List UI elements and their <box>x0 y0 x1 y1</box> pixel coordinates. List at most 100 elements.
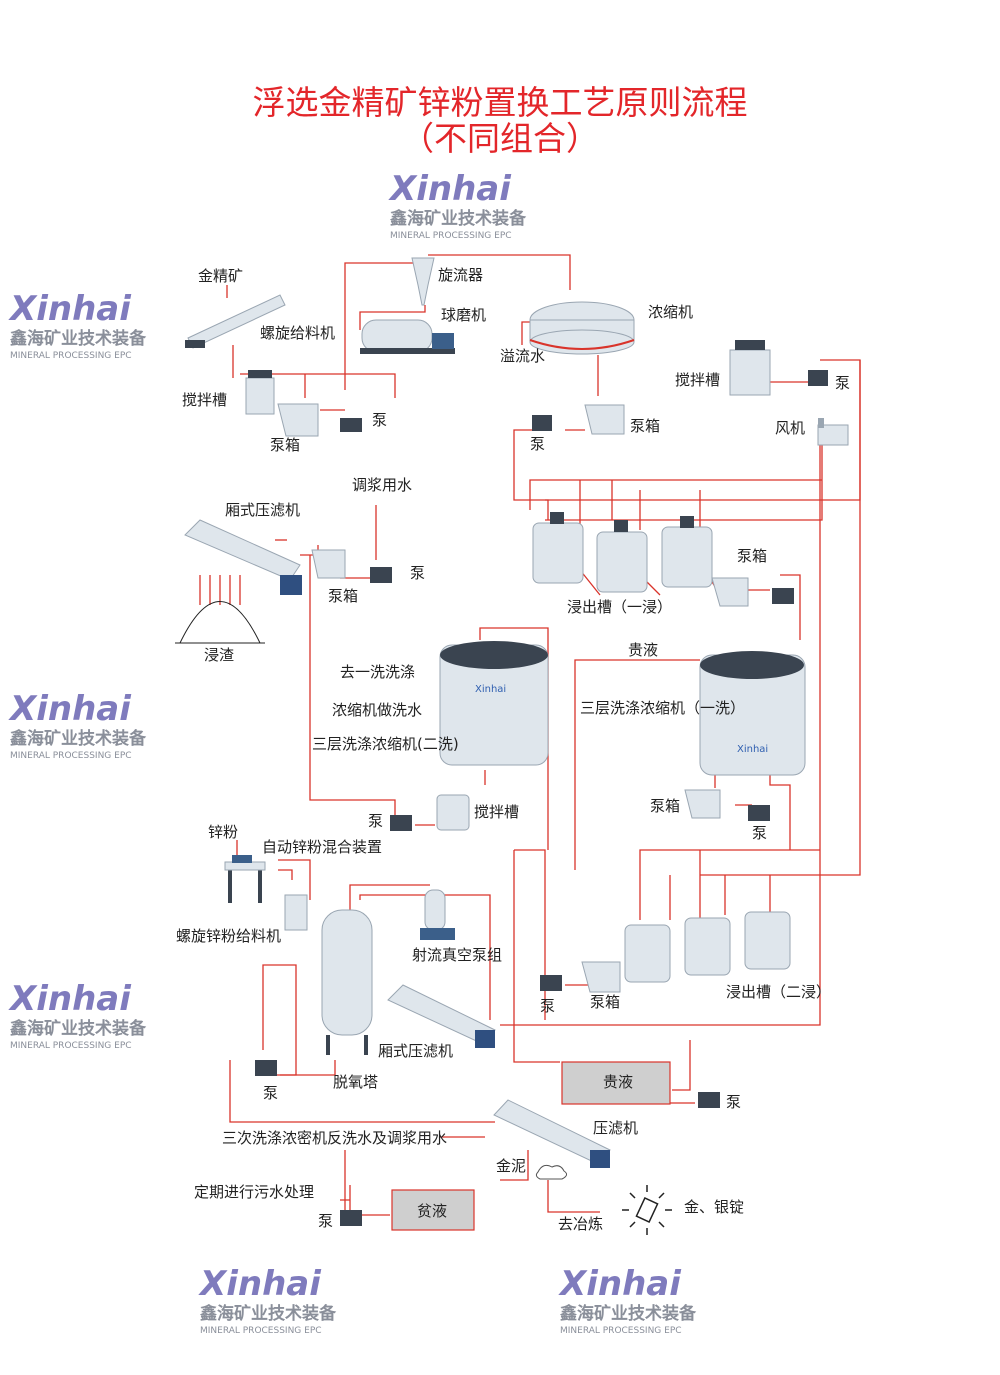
label-agitator-1: 搅拌槽 <box>182 391 227 409</box>
zinc-feeder <box>284 894 308 931</box>
label-deaeration-tower: 脱氧塔 <box>333 1073 378 1091</box>
label-ball-mill: 球磨机 <box>441 306 486 324</box>
pump-box-6 <box>581 961 621 993</box>
label-pregnant-1: 贵液 <box>628 641 658 659</box>
label-ingots: 金、银锭 <box>684 1198 744 1216</box>
label-gold-concentrate: 金精矿 <box>198 267 243 285</box>
ccd-thickener-1: Xinhai <box>699 651 806 776</box>
label-pump-7: 泵 <box>540 997 555 1015</box>
label-chamber-filter-2: 厢式压滤机 <box>378 1042 453 1060</box>
watermark-5: Xinhai 鑫海矿业技术装备 MINERAL PROCESSING EPC <box>8 979 147 1051</box>
xinhai-logo-text: Xinhai <box>475 684 506 695</box>
pump-7-mid <box>748 805 770 821</box>
label-jet-vacuum: 射流真空泵组 <box>412 946 502 964</box>
watermark-cn: 鑫海矿业技术装备 <box>199 1303 337 1324</box>
title-line-1: 浮选金精矿锌粉置换工艺原则流程 <box>252 83 748 122</box>
xinhai-logo-text: Xinhai <box>737 744 768 755</box>
pump-4 <box>370 567 392 583</box>
label-filter-press: 压滤机 <box>593 1119 638 1137</box>
label-sewage: 定期进行污水处理 <box>194 1183 314 1201</box>
pump-5-top <box>772 588 794 604</box>
label-agitator-3: 搅拌槽 <box>474 803 519 821</box>
label-pump-box-5: 泵箱 <box>650 797 680 815</box>
watermark-en: MINERAL PROCESSING EPC <box>10 351 132 361</box>
screw-feeder <box>185 294 286 349</box>
label-pump-1: 泵 <box>372 411 387 429</box>
jet-vacuum-pump <box>420 889 455 940</box>
ccd-thickener-2: Xinhai <box>439 641 549 766</box>
label-leach-tank-1: 浸出槽（一浸） <box>567 598 672 616</box>
watermark-cn: 鑫海矿业技术装备 <box>389 208 527 229</box>
label-cyclone: 旋流器 <box>438 266 483 284</box>
pump-11 <box>340 1210 362 1226</box>
leach-tanks-1 <box>532 512 713 593</box>
agitator-3 <box>436 794 470 831</box>
watermark-brand: Xinhai <box>558 1264 682 1304</box>
chamber-filter-1 <box>184 519 302 595</box>
pump-box-4 <box>711 577 749 607</box>
blower <box>817 418 849 446</box>
watermark-en: MINERAL PROCESSING EPC <box>10 1041 132 1051</box>
label-zinc-mixer: 自动锌粉混合装置 <box>262 838 382 856</box>
pump-9 <box>698 1092 720 1108</box>
label-pump-5: 泵 <box>368 812 383 830</box>
label-pump-10: 泵 <box>318 1212 333 1230</box>
label-ccd-1: 三层洗涤浓缩机（一洗） <box>580 699 745 717</box>
label-pregnant-box: 贵液 <box>603 1073 633 1091</box>
leach-tanks-2 <box>624 911 791 983</box>
watermark-cn: 鑫海矿业技术装备 <box>9 728 147 749</box>
flow-lines <box>199 254 861 1221</box>
label-pump-9: 泵 <box>263 1084 278 1102</box>
pump-6 <box>390 815 412 831</box>
watermark-brand: Xinhai <box>388 169 512 209</box>
label-agitator-2: 搅拌槽 <box>675 371 720 389</box>
label-to-smelting: 去冶炼 <box>558 1215 603 1233</box>
label-barren-box: 贫液 <box>417 1202 447 1220</box>
label-ccd-2: 三层洗涤浓缩机(二洗) <box>312 735 459 753</box>
label-slurry-water: 调浆用水 <box>352 476 412 494</box>
label-chamber-filter-1: 厢式压滤机 <box>225 501 300 519</box>
label-pump-box-4: 泵箱 <box>737 547 767 565</box>
pump-box-2 <box>584 404 625 435</box>
pump-3 <box>532 415 552 431</box>
watermark-cn: 鑫海矿业技术装备 <box>9 328 147 349</box>
gold-mud-icon <box>535 1164 568 1180</box>
watermark-en: MINERAL PROCESSING EPC <box>390 231 512 241</box>
watermark-1: Xinhai 鑫海矿业技术装备 MINERAL PROCESSING EPC <box>8 289 147 361</box>
label-thickener: 浓缩机 <box>648 303 693 321</box>
pump-box-3 <box>311 549 346 579</box>
filter-press <box>493 1099 611 1168</box>
zinc-mixer <box>224 855 266 903</box>
agitator-1 <box>245 370 275 415</box>
deaeration-tower <box>321 909 373 1055</box>
watermark-6: Xinhai 鑫海矿业技术装备 MINERAL PROCESSING EPC <box>198 1264 337 1336</box>
agitator-2 <box>729 340 771 396</box>
labels: 金精矿 螺旋给料机 旋流器 球磨机 浓缩机 溢流水 搅拌槽 泵箱 泵 搅拌槽 泵… <box>176 266 850 1233</box>
watermark-brand: Xinhai <box>198 1264 322 1304</box>
label-pump-6: 泵 <box>752 824 767 842</box>
watermark-brand: Xinhai <box>8 979 132 1019</box>
label-gold-mud: 金泥 <box>496 1157 526 1175</box>
label-pump-box-1: 泵箱 <box>270 436 300 454</box>
watermark-brand: Xinhai <box>8 689 132 729</box>
pump-10 <box>255 1060 277 1076</box>
label-pump-8: 泵 <box>726 1093 741 1111</box>
watermark-4: Xinhai 鑫海矿业技术装备 MINERAL PROCESSING EPC <box>558 1264 697 1336</box>
label-screw-feeder: 螺旋给料机 <box>260 324 335 342</box>
title-line-2: （不同组合） <box>401 119 599 158</box>
label-pump-4: 泵 <box>410 564 425 582</box>
label-blower: 风机 <box>775 419 805 437</box>
cyclone <box>411 257 435 306</box>
label-pump-box-3: 泵箱 <box>328 587 358 605</box>
watermark-en: MINERAL PROCESSING EPC <box>10 751 132 761</box>
label-pump-3: 泵 <box>530 435 545 453</box>
pump-box-1 <box>277 403 319 437</box>
thickener-1 <box>529 301 635 355</box>
label-zinc-powder: 锌粉 <box>208 823 238 841</box>
label-backwash-water: 三次洗涤浓密机反洗水及调浆用水 <box>222 1129 447 1147</box>
label-pump-2: 泵 <box>835 374 850 392</box>
label-to-first-wash: 去一洗洗涤 <box>340 663 415 681</box>
ball-mill <box>360 319 455 354</box>
